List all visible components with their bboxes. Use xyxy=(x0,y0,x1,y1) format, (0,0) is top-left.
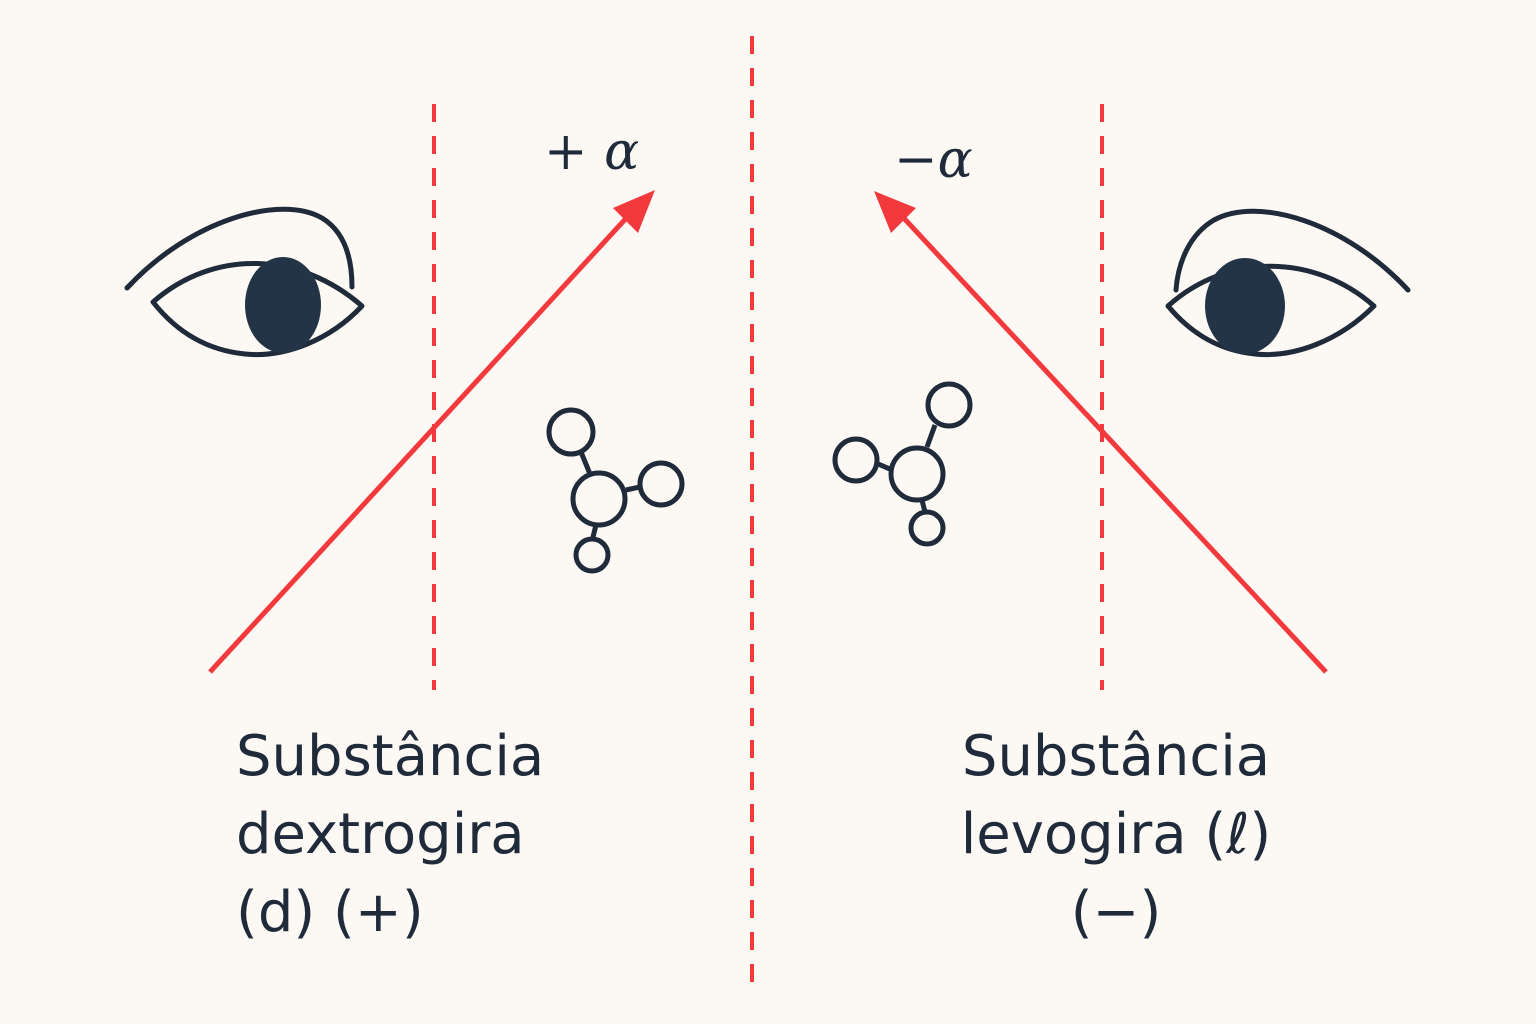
left-rotation-arrow xyxy=(208,190,655,674)
right-caption: Substância levogira (ℓ) (−) xyxy=(944,718,1288,952)
left-molecule-icon xyxy=(546,407,685,574)
left-caption-line-2: dextrogira xyxy=(236,802,525,867)
right-rotation-arrow xyxy=(874,191,1328,674)
right-eye-icon xyxy=(1165,208,1411,358)
left-angle-label: + α xyxy=(544,122,640,182)
left-eye-icon xyxy=(124,206,365,358)
right-caption-line-3: (−) xyxy=(1070,880,1162,945)
left-caption: Substância dextrogira (d) (+) xyxy=(236,718,544,952)
right-caption-line-1: Substância xyxy=(961,724,1271,789)
left-caption-line-1: Substância xyxy=(236,724,545,789)
right-molecule-icon xyxy=(832,381,973,547)
right-angle-label: −α xyxy=(894,130,973,190)
left-caption-line-3: (d) (+) xyxy=(236,880,424,945)
right-caption-line-2: levogira (ℓ) xyxy=(960,802,1272,867)
